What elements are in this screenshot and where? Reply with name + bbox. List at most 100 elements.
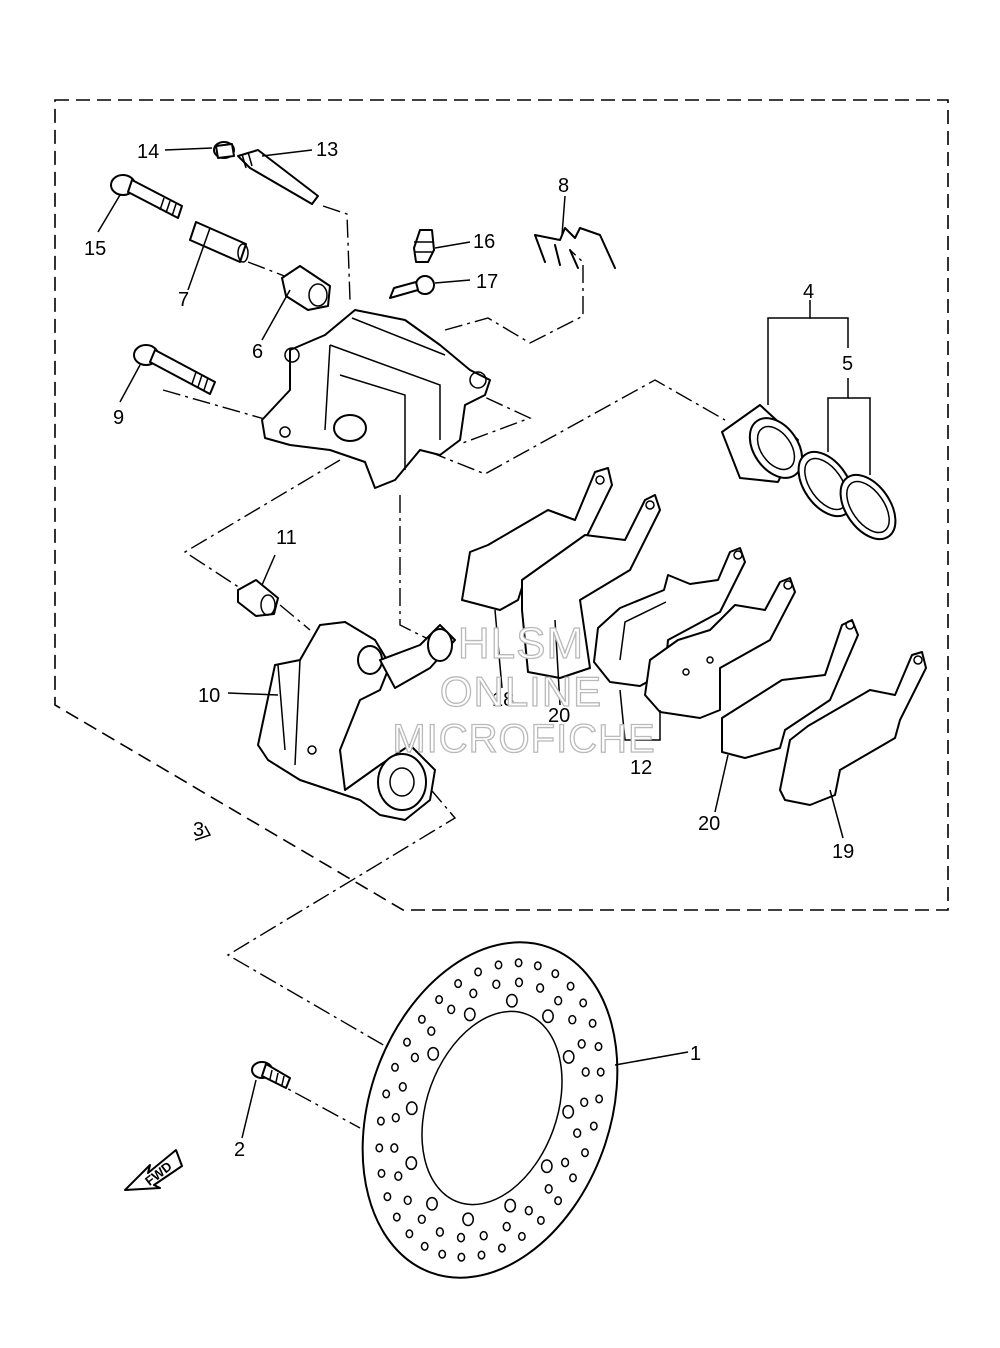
watermark-line-1: HLSM xyxy=(458,619,584,668)
disc-hole xyxy=(375,1143,384,1153)
slide-pin-boot xyxy=(237,579,279,617)
disc-hole xyxy=(435,1227,445,1237)
pad-insulator-inner xyxy=(521,494,661,679)
watermark-line-3: MICROFICHE xyxy=(392,717,655,761)
disc-hole xyxy=(435,995,444,1005)
disc-hole xyxy=(383,1192,392,1202)
disc-hole xyxy=(376,1116,385,1126)
disc-hole xyxy=(569,1173,577,1183)
disc-hole xyxy=(517,1231,526,1241)
callout-6: 6 xyxy=(252,341,263,363)
caliper-bolt-lower xyxy=(133,344,216,395)
piston-seals xyxy=(797,450,897,541)
disc-hole xyxy=(581,1148,589,1158)
callout-5: 5 xyxy=(842,353,853,375)
caliper-body xyxy=(261,309,491,489)
disc-hole xyxy=(427,1046,440,1061)
pad-pin-plug xyxy=(213,141,235,159)
callout-1: 1 xyxy=(690,1043,701,1065)
disc-hole xyxy=(447,1004,456,1015)
disc-hole xyxy=(420,1241,429,1251)
callout-20-upper: 20 xyxy=(548,705,570,727)
callout-10: 10 xyxy=(198,685,220,707)
disc-hole xyxy=(562,1049,575,1064)
callout-8: 8 xyxy=(558,175,569,197)
disc-hole xyxy=(410,1052,420,1063)
disc-hole xyxy=(405,1101,418,1116)
callout-15: 15 xyxy=(84,238,106,260)
disc-hole xyxy=(492,979,501,990)
disc-hole xyxy=(403,1195,412,1206)
disc-hole xyxy=(542,1009,554,1024)
pad-shim-outer xyxy=(779,651,927,806)
disc-hole xyxy=(377,1168,386,1178)
disc-hole xyxy=(573,1128,582,1138)
disc-hole xyxy=(568,1014,577,1025)
disc-hole xyxy=(469,988,478,999)
callout-4: 4 xyxy=(803,281,814,303)
disc-hole xyxy=(594,1042,603,1052)
bushing-upper xyxy=(281,265,331,311)
disc-hole xyxy=(596,1067,605,1077)
disc-hole xyxy=(595,1094,604,1104)
disc-hole xyxy=(554,1196,563,1206)
pad-shim-inner xyxy=(461,467,613,611)
callout-7: 7 xyxy=(178,289,189,311)
caliper-assembly-boundary xyxy=(54,99,949,911)
disc-hole xyxy=(398,1082,407,1092)
bleed-screw xyxy=(413,229,435,263)
watermark-line-2: ONLINE xyxy=(440,668,602,715)
disc-hole xyxy=(554,995,563,1006)
callout-20-lower: 20 xyxy=(698,813,720,835)
disc-hole xyxy=(589,1121,598,1131)
disc-hole xyxy=(477,1250,486,1260)
brake-pad-outer xyxy=(644,577,796,719)
disc-hole xyxy=(504,1198,517,1213)
disc-hole xyxy=(426,1196,438,1211)
disc-hole xyxy=(497,1243,506,1253)
disc-hole xyxy=(551,969,560,979)
disc-hole xyxy=(581,1067,590,1077)
disc-hole xyxy=(390,1143,399,1153)
disc-hole xyxy=(494,960,503,970)
disc-hole xyxy=(405,1229,414,1239)
disc-hole xyxy=(560,1157,570,1168)
disc-hole xyxy=(463,1007,476,1022)
pad-spring xyxy=(534,227,616,269)
disc-hole xyxy=(456,1232,466,1243)
forward-arrow-icon: FWD xyxy=(124,1149,183,1191)
disc-hole xyxy=(562,1104,575,1119)
pad-insulator-outer xyxy=(721,619,859,759)
disc-hole xyxy=(417,1214,426,1225)
caliper-bracket xyxy=(257,621,456,821)
disc-hole xyxy=(403,1037,411,1047)
caliper-bolt-upper xyxy=(110,174,183,219)
brake-disc xyxy=(361,941,619,1279)
disc-hole xyxy=(544,1184,553,1194)
disc-hole xyxy=(405,1156,418,1171)
callout-3: 3 xyxy=(193,819,204,841)
callout-9: 9 xyxy=(113,407,124,429)
disc-hole xyxy=(394,1171,403,1181)
disc-hole xyxy=(438,1249,447,1259)
callout-13: 13 xyxy=(316,139,338,161)
callout-14: 14 xyxy=(137,141,159,163)
bleed-screw-cap xyxy=(389,275,435,299)
disc-hole xyxy=(535,983,545,993)
disc-hole xyxy=(588,1018,597,1028)
callout-12: 12 xyxy=(630,757,652,779)
watermark: HLSM ONLINE MICROFICHE xyxy=(392,618,656,761)
disc-hole xyxy=(457,1252,466,1262)
disc-hole xyxy=(392,1212,401,1222)
disc-hole xyxy=(579,998,588,1008)
callout-numbers: 1 2 3 4 5 6 7 8 9 10 11 12 13 14 15 16 1… xyxy=(84,139,854,1161)
disc-hole xyxy=(474,967,483,977)
disc-hole xyxy=(462,1212,475,1227)
disc-hole xyxy=(514,958,523,968)
disc-hole xyxy=(514,977,524,988)
disc-hole xyxy=(533,961,542,971)
disc-hole xyxy=(505,993,518,1008)
callout-18: 18 xyxy=(492,689,514,711)
callout-11: 11 xyxy=(276,527,297,549)
